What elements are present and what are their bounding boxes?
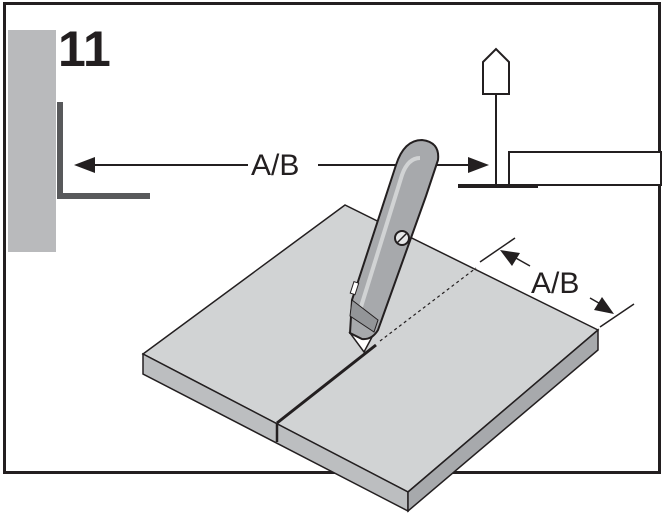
wall-panel [8,30,56,252]
top-dimension-label: A/B [251,149,299,182]
dashed-guide-line [379,267,477,342]
floor-board [141,204,600,513]
arrow-upleft-icon [500,250,520,266]
arrow-right-icon [468,157,489,173]
top-dimension-line [74,157,489,173]
edge-strip [508,151,662,186]
board-right-face [407,328,599,513]
arrow-left-icon [74,157,95,173]
arrow-downright-icon [594,297,614,314]
side-dimension-label: A/B [531,267,579,300]
cut-line [276,343,377,425]
step-number: 11 [58,21,111,77]
corner-profile [57,102,150,199]
knife-handle [348,138,440,341]
utility-knife-icon [348,138,440,354]
knife-grip [349,299,379,333]
knife-highlight [358,156,421,311]
knife-slider [349,281,360,296]
side-dimension-line [479,237,635,328]
marker-pentagon-icon [482,47,510,95]
